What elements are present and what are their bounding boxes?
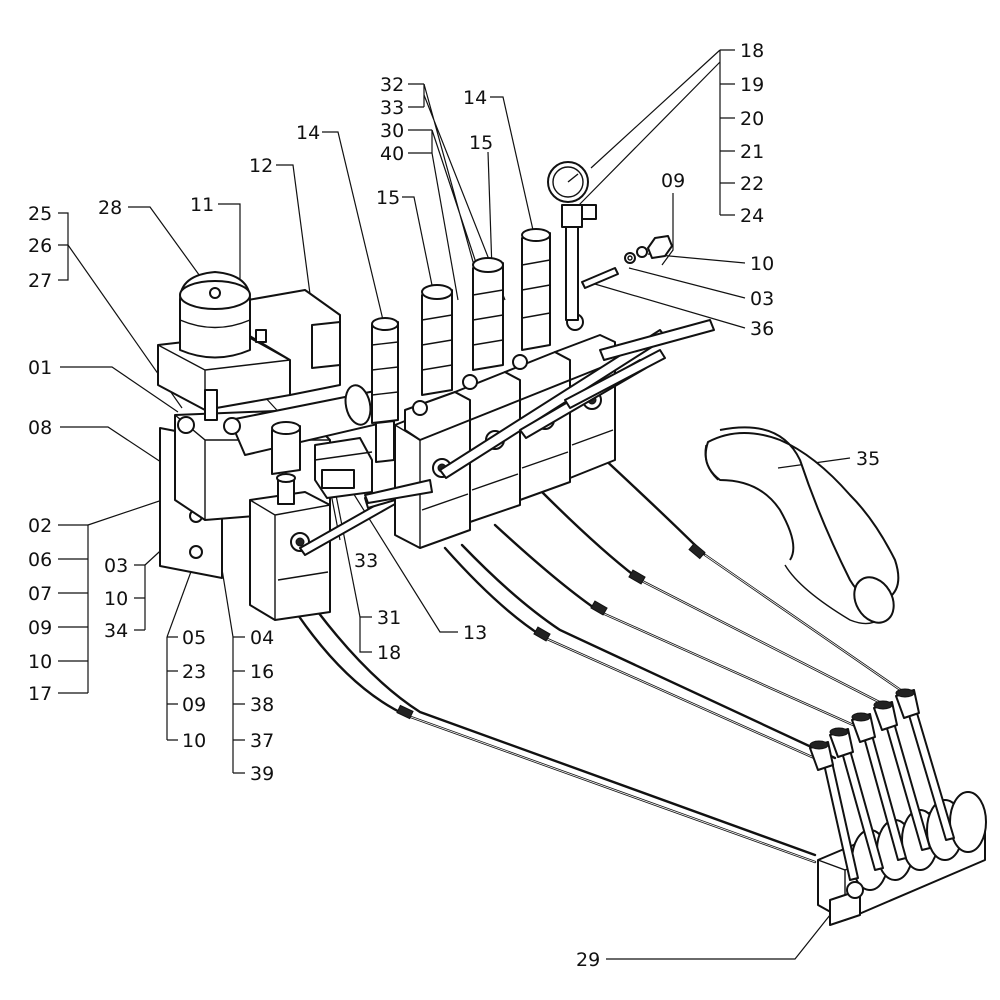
part-labels: 25 26 27 28 11 12 14 15 32 33 30 40 15 1… <box>28 40 880 971</box>
label-38: 38 <box>250 694 274 716</box>
pressure-gauge <box>547 161 597 321</box>
label-05: 05 <box>182 627 206 649</box>
label-18a: 18 <box>740 40 764 62</box>
label-17: 17 <box>28 683 52 705</box>
label-36: 36 <box>750 318 774 340</box>
label-40: 40 <box>380 143 404 165</box>
label-15b: 15 <box>469 132 493 154</box>
label-34: 34 <box>104 620 128 642</box>
label-14b: 14 <box>463 87 487 109</box>
label-09b: 09 <box>28 617 52 639</box>
label-37: 37 <box>250 730 274 752</box>
label-29: 29 <box>576 949 600 971</box>
leader-lines <box>58 49 851 960</box>
fasteners <box>581 235 673 289</box>
label-16: 16 <box>250 661 274 683</box>
label-31: 31 <box>377 607 401 629</box>
label-04: 04 <box>250 627 274 649</box>
block-levers <box>364 319 715 504</box>
top-fittings <box>371 228 584 463</box>
label-32: 32 <box>380 74 404 96</box>
label-09c: 09 <box>182 694 206 716</box>
label-39: 39 <box>250 763 274 785</box>
label-11: 11 <box>190 194 214 216</box>
label-25: 25 <box>28 203 52 225</box>
label-14a: 14 <box>296 122 320 144</box>
label-33b: 33 <box>354 550 378 572</box>
control-lever-unit <box>809 688 987 926</box>
label-30: 30 <box>380 120 404 142</box>
label-26: 26 <box>28 235 52 257</box>
label-02: 02 <box>28 515 52 537</box>
label-27: 27 <box>28 270 52 292</box>
label-21: 21 <box>740 141 764 163</box>
label-28: 28 <box>98 197 122 219</box>
label-03a: 03 <box>750 288 774 310</box>
label-33a: 33 <box>380 97 404 119</box>
label-24: 24 <box>740 205 764 227</box>
label-22: 22 <box>740 173 764 195</box>
label-10a: 10 <box>750 253 774 275</box>
label-35: 35 <box>856 448 880 470</box>
control-cables <box>296 453 917 864</box>
label-10d: 10 <box>182 730 206 752</box>
label-19: 19 <box>740 74 764 96</box>
hose <box>704 426 900 625</box>
label-10c: 10 <box>104 588 128 610</box>
label-20: 20 <box>740 108 764 130</box>
label-18b: 18 <box>377 642 401 664</box>
valve-assembly <box>157 161 715 621</box>
label-13: 13 <box>463 622 487 644</box>
label-15a: 15 <box>376 187 400 209</box>
lever-handles <box>809 688 955 881</box>
label-12: 12 <box>249 155 273 177</box>
label-10b: 10 <box>28 651 52 673</box>
label-03b: 03 <box>104 555 128 577</box>
label-23: 23 <box>182 661 206 683</box>
label-07: 07 <box>28 583 52 605</box>
label-01: 01 <box>28 357 52 379</box>
label-08: 08 <box>28 417 52 439</box>
label-09a: 09 <box>661 170 685 192</box>
label-06: 06 <box>28 549 52 571</box>
